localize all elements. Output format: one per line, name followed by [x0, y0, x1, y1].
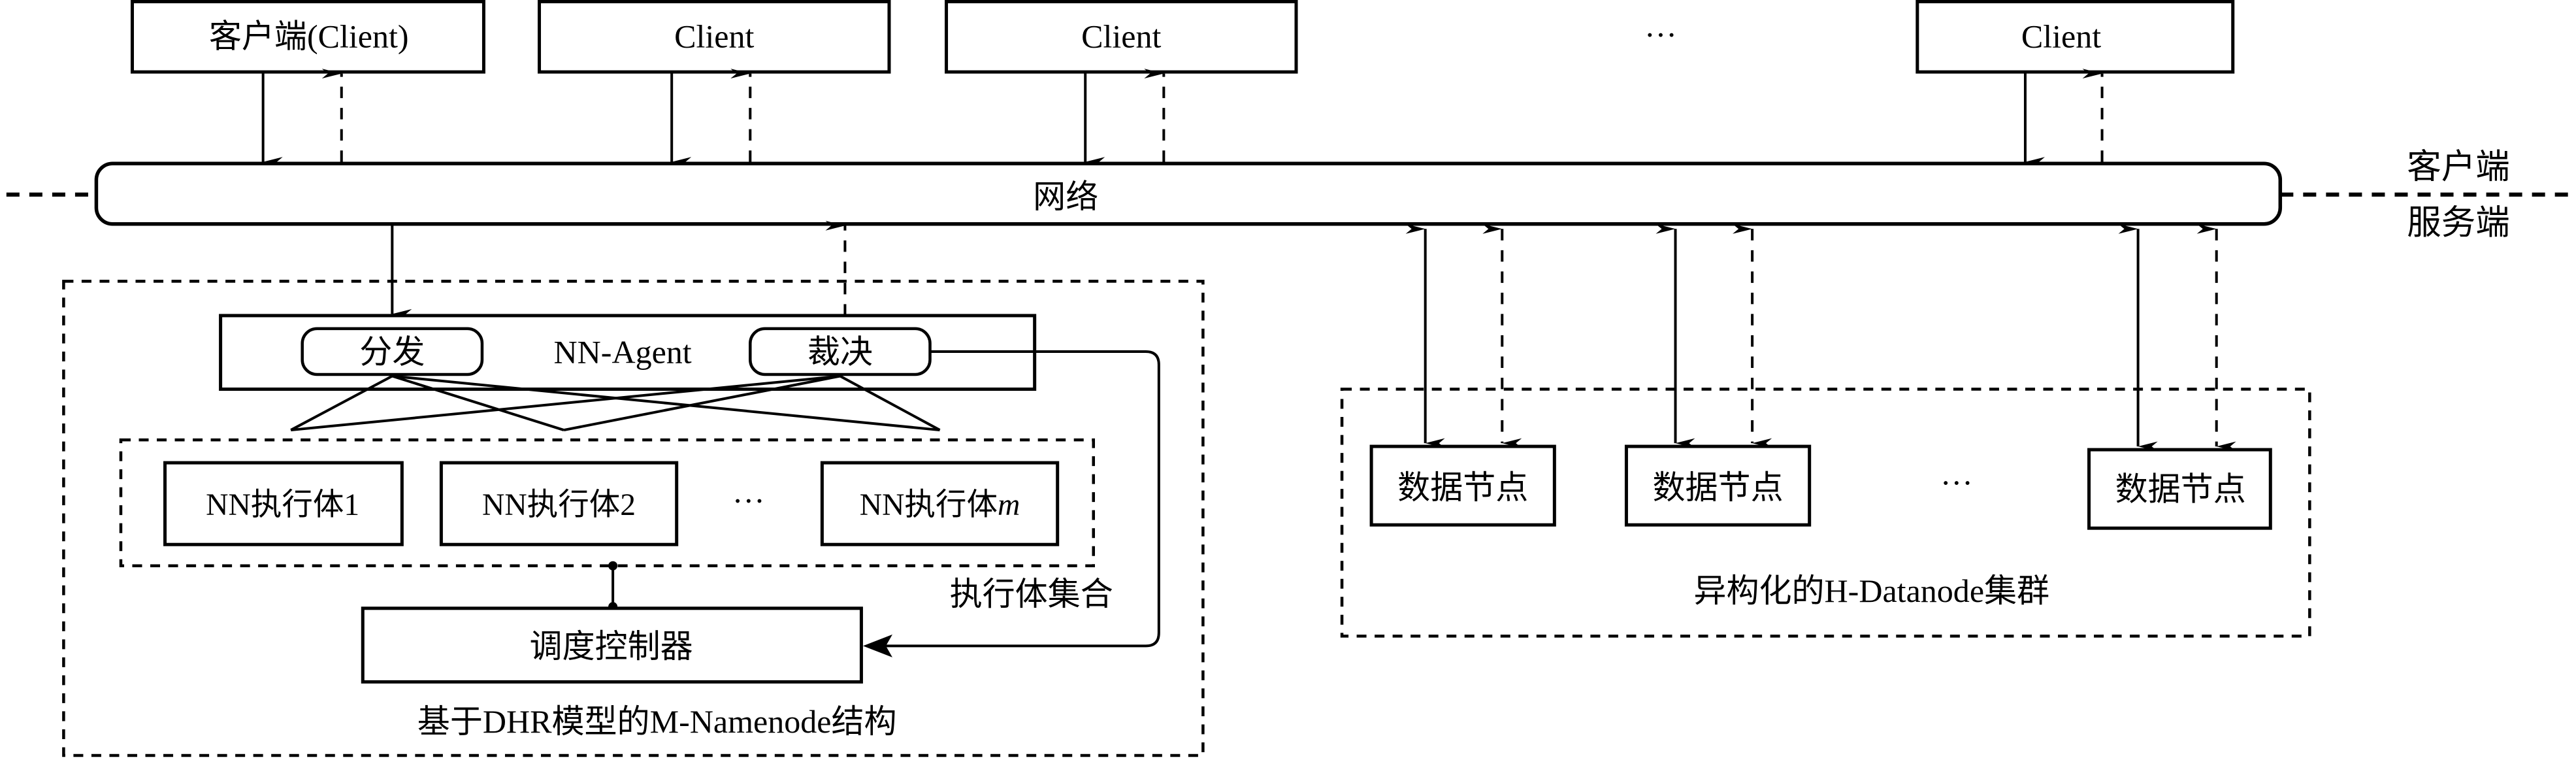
nn-agent-label: NN-Agent [554, 333, 692, 370]
scheduler-label: 调度控制器 [530, 628, 693, 665]
client-node[interactable]: Client [538, 0, 891, 74]
datanode-arrows [1405, 224, 2236, 452]
datanode-label: 数据节点 [1397, 469, 1528, 506]
network-bar: 网络 [94, 161, 2283, 226]
datanode[interactable]: 数据节点 [2087, 448, 2272, 530]
client-label: Client [1081, 18, 1161, 55]
client-node[interactable]: 客户端(Client) [130, 0, 485, 74]
client-label: Client [2021, 18, 2101, 55]
executor-node[interactable]: NN执行体m [820, 461, 1060, 546]
vote-to-scheduler-arrow [884, 350, 1160, 648]
datanode[interactable]: 数据节点 [1369, 444, 1556, 527]
client-label: 客户端(Client) [209, 18, 409, 55]
datanode-cluster-border [1340, 388, 2311, 638]
datanode[interactable]: 数据节点 [1624, 444, 1812, 527]
executor-label: NN执行体2 [482, 488, 636, 522]
network-label: 网络 [1033, 178, 1098, 215]
nn-agent[interactable]: 分发 NN-Agent 裁决 [219, 314, 1037, 391]
executor-label-text: NN执行体 [860, 488, 998, 522]
agent-executor-links [290, 374, 941, 432]
vote-button[interactable]: 裁决 [749, 327, 932, 376]
vote-to-scheduler-arrowhead [862, 634, 892, 657]
datanode-cluster-label: 异构化的H-Datanode集群 [1693, 572, 2049, 609]
datanodes-ellipsis: ··· [1940, 465, 1973, 501]
executors-ellipsis: ··· [732, 482, 765, 519]
server-side-label: 服务端 [2407, 204, 2510, 242]
client-side-label: 客户端 [2407, 148, 2510, 186]
executor-label-suffix: m [998, 488, 1020, 522]
client-network-arrows [261, 69, 2104, 167]
executor-set-label: 执行体集合 [950, 576, 1113, 612]
datanode-label: 数据节点 [1653, 469, 1784, 506]
scheduler-node[interactable]: 调度控制器 [361, 606, 863, 684]
distribute-button[interactable]: 分发 [301, 327, 484, 376]
executor-node[interactable]: NN执行体2 [439, 461, 679, 546]
executor-label: NN执行体m [860, 488, 1020, 522]
datanode-label: 数据节点 [2115, 471, 2246, 508]
namenode-group-border [62, 280, 1205, 757]
distribute-label: 分发 [359, 333, 425, 370]
client-node[interactable]: Client [945, 0, 1298, 74]
executor-set-border [119, 438, 1095, 567]
clients-ellipsis: ··· [1644, 16, 1677, 53]
namenode-group-label: 基于DHR模型的M-Namenode结构 [417, 703, 897, 740]
executor-node[interactable]: NN执行体1 [163, 461, 404, 546]
link-dot-top [608, 561, 618, 571]
vote-label: 裁决 [807, 333, 873, 370]
executor-label: NN执行体1 [206, 488, 359, 522]
client-label: Client [674, 18, 754, 55]
client-node[interactable]: Client [1916, 0, 2235, 74]
